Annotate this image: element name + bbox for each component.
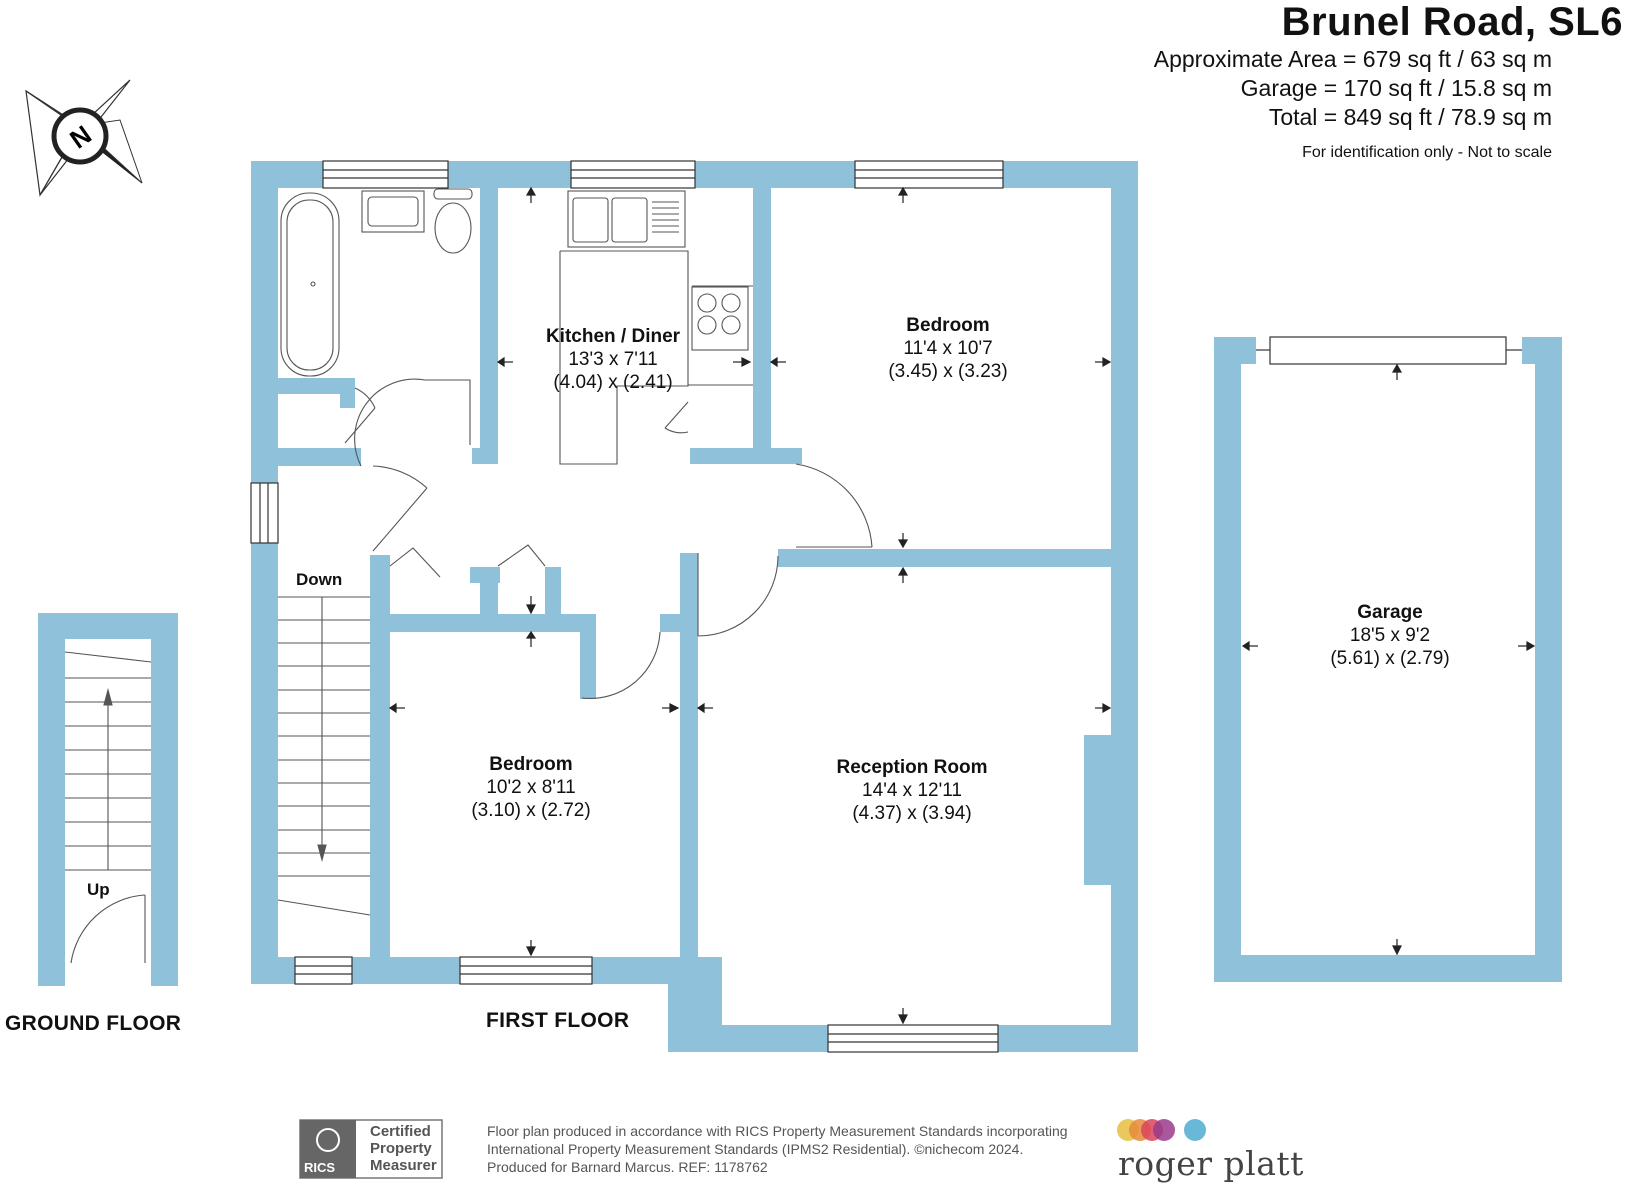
rics-line-1: Certified bbox=[370, 1123, 431, 1140]
property-title: Brunel Road, SL6 bbox=[1281, 0, 1623, 44]
garage-walls bbox=[1214, 337, 1562, 982]
footer-line-3: Produced for Barnard Marcus. REF: 117876… bbox=[487, 1159, 768, 1175]
footer-notice: Floor plan produced in accordance with R… bbox=[487, 1122, 1068, 1176]
basin-icon bbox=[361, 190, 425, 233]
room-name: Bedroom bbox=[906, 315, 990, 336]
room-reception: Reception Room 14'4 x 12'11 (4.37) x (3.… bbox=[837, 756, 988, 825]
room-imperial-size: 10'2 x 8'11 bbox=[486, 777, 576, 798]
room-metric-size: (3.10) x (2.72) bbox=[471, 800, 591, 821]
approximate-area: Approximate Area = 679 sq ft / 63 sq m bbox=[1153, 46, 1552, 72]
compass-rose-icon: N bbox=[25, 79, 143, 197]
footer-line-2: International Property Measurement Stand… bbox=[487, 1141, 1024, 1157]
scale-disclaimer: For identification only - Not to scale bbox=[1302, 144, 1552, 161]
room-imperial-size: 11'4 x 10'7 bbox=[903, 338, 993, 359]
stairs-down-label: Down bbox=[296, 570, 343, 589]
room-name: Bedroom bbox=[489, 754, 573, 775]
rics-line-2: Property bbox=[370, 1140, 432, 1157]
garage-area: Garage = 170 sq ft / 15.8 sq m bbox=[1240, 75, 1552, 101]
ground-floor-stairs bbox=[64, 651, 152, 964]
ground-floor-label: GROUND FLOOR bbox=[5, 1012, 182, 1035]
room-bedroom-1: Bedroom 11'4 x 10'7 (3.45) x (3.23) bbox=[888, 314, 1007, 383]
kitchen-sink-icon bbox=[567, 190, 686, 248]
room-name: Reception Room bbox=[836, 757, 988, 778]
room-metric-size: (5.61) x (2.79) bbox=[1330, 648, 1450, 669]
room-name: Garage bbox=[1357, 602, 1423, 623]
room-bedroom-2: Bedroom 10'2 x 8'11 (3.10) x (2.72) bbox=[471, 753, 590, 822]
rics-line-3: Measurer bbox=[370, 1157, 437, 1174]
room-imperial-size: 13'3 x 7'11 bbox=[568, 349, 658, 370]
rics-abbrev: RICS bbox=[304, 1160, 336, 1175]
room-garage: Garage 18'5 x 9'2 (5.61) x (2.79) bbox=[1330, 601, 1449, 670]
roger-platt-logo-icon bbox=[1117, 1119, 1206, 1141]
footer-line-1: Floor plan produced in accordance with R… bbox=[487, 1123, 1068, 1139]
total-area: Total = 849 sq ft / 78.9 sq m bbox=[1268, 104, 1552, 130]
rics-certification: Certified Property Measurer bbox=[370, 1123, 437, 1174]
ground-floor-walls bbox=[38, 613, 178, 986]
room-name: Kitchen / Diner bbox=[545, 326, 681, 347]
garage-door bbox=[1256, 336, 1522, 365]
room-imperial-size: 14'4 x 12'11 bbox=[862, 780, 962, 801]
brand-logo-text: roger platt bbox=[1118, 1144, 1304, 1183]
dimension-arrows bbox=[388, 186, 1536, 1025]
room-imperial-size: 18'5 x 9'2 bbox=[1349, 625, 1431, 646]
rics-badge bbox=[299, 1119, 443, 1179]
first-floor-walls bbox=[251, 161, 1138, 1052]
hob-icon bbox=[691, 286, 749, 351]
room-metric-size: (4.04) x (2.41) bbox=[553, 372, 673, 393]
room-metric-size: (4.37) x (3.94) bbox=[852, 803, 972, 824]
bath-icon bbox=[280, 192, 340, 377]
stairs-up-label: Up bbox=[87, 880, 110, 899]
fixtures bbox=[277, 188, 873, 916]
room-metric-size: (3.45) x (3.23) bbox=[888, 361, 1008, 382]
toilet-icon bbox=[434, 202, 472, 254]
first-floor-windows bbox=[250, 160, 1004, 1053]
first-floor-label: FIRST FLOOR bbox=[486, 1009, 630, 1032]
room-kitchen-diner: Kitchen / Diner 13'3 x 7'11 (4.04) x (2.… bbox=[546, 325, 680, 394]
